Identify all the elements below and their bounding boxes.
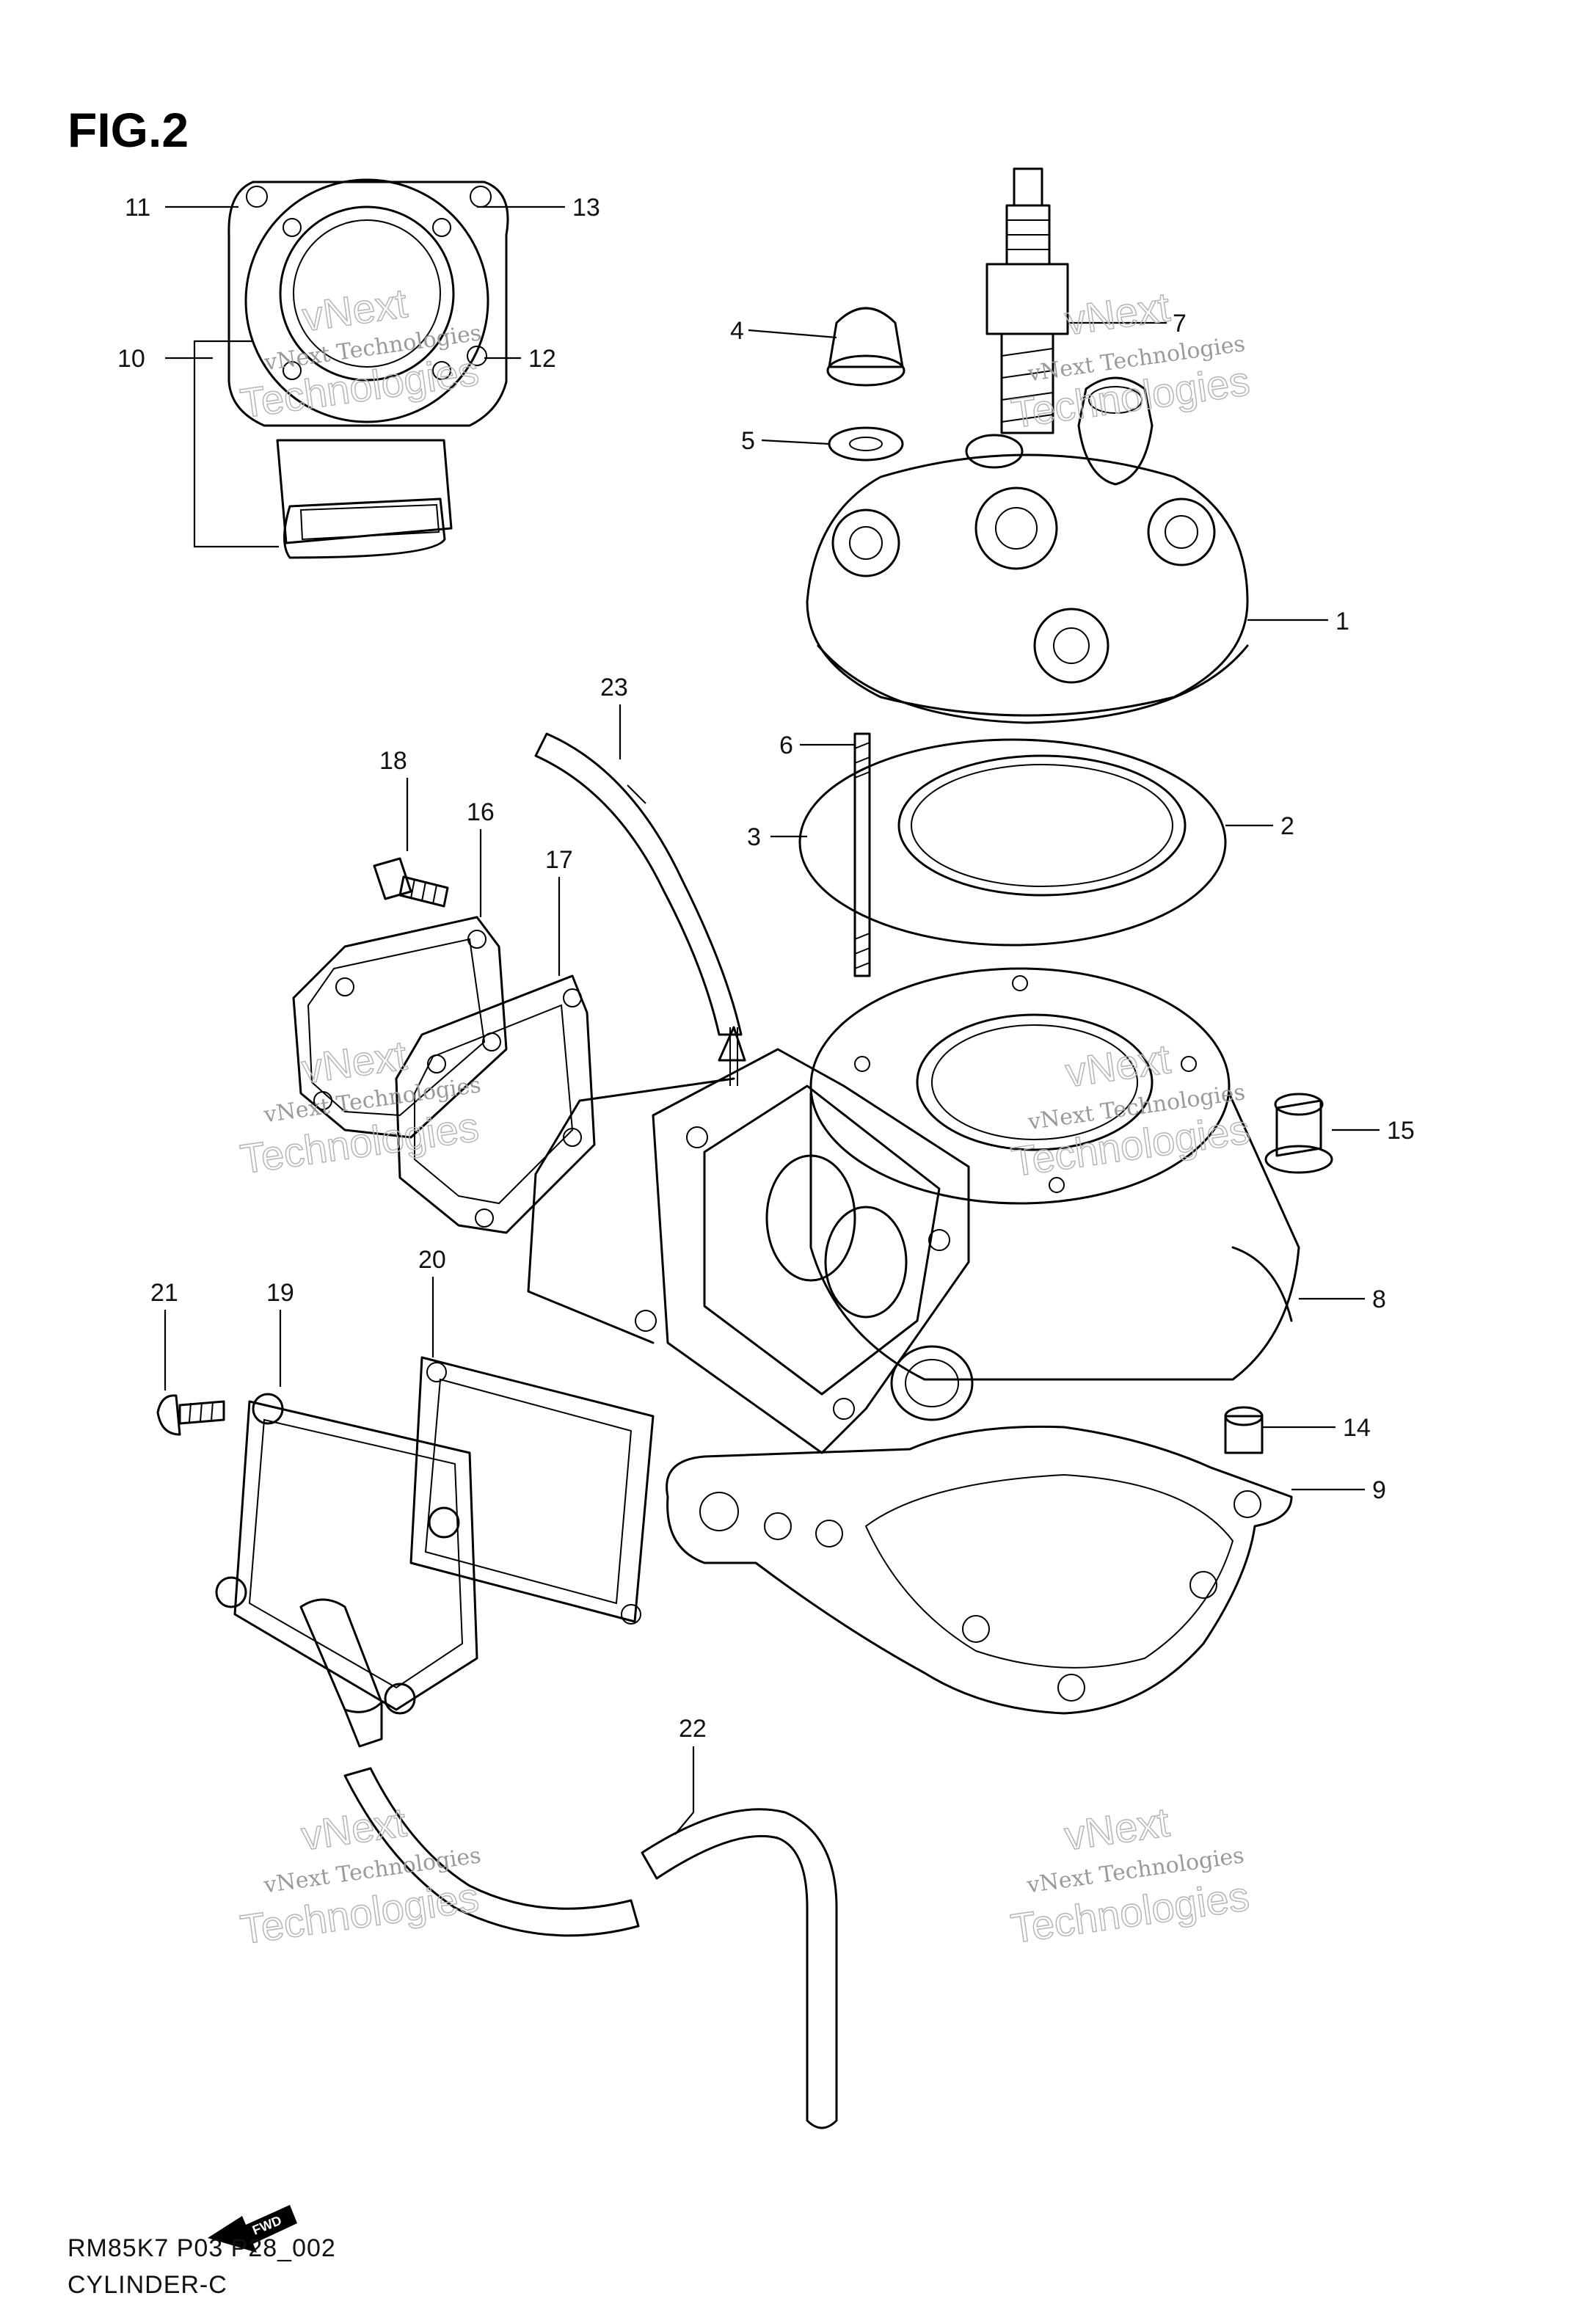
lower-hose-right [641,1808,838,2129]
callout-11: 11 [125,194,150,222]
callout-9: 9 [1372,1476,1386,1504]
callout-19: 19 [266,1279,294,1307]
section-name: CYLINDER-C [68,2271,227,2299]
cylinder-body [527,967,1300,1454]
callout-15: 15 [1387,1117,1415,1145]
base-gasket [666,1425,1293,1715]
callout-21: 21 [150,1279,178,1307]
callout-4: 4 [730,317,744,345]
drawing-code: RM85K7 P03 P28_002 [68,2234,336,2262]
callout-8: 8 [1372,1286,1386,1313]
callout-12: 12 [528,345,556,373]
callout-5: 5 [741,427,755,455]
stud-bolt [853,732,871,977]
watermark-4: vNext vNext Technologies Technologies [1008,1035,1253,1185]
spark-plug [985,167,1069,434]
watermark-2: vNext vNext Technologies Technologies [1008,282,1253,437]
dowel-pin [1224,1406,1264,1454]
callout-22: 22 [679,1715,707,1743]
flange-nut [1264,1093,1333,1174]
reed-valve-gasket [409,1356,655,1625]
watermark-1: vNext vNext Technologies Technologies [237,279,483,427]
callout-16: 16 [467,798,495,826]
lower-hose-left [343,1767,640,1937]
washer [828,426,904,462]
inset-gasket-set [227,178,509,559]
hex-bolt [373,857,449,908]
leader-lines [164,205,1380,1835]
callout-3: 3 [747,823,761,851]
callout-6: 6 [779,732,793,759]
callout-14: 14 [1343,1414,1371,1442]
callout-23: 23 [600,674,628,701]
callouts: 1 2 3 4 5 6 7 8 9 10 11 12 13 14 15 16 1… [117,194,1415,1743]
callout-1: 1 [1336,608,1349,635]
callout-10: 10 [117,345,145,373]
cap-nut [826,307,906,387]
head-gasket-ring [798,738,1227,947]
watermark-3: vNext vNext Technologies Technologies [237,1031,483,1183]
callout-20: 20 [418,1246,446,1274]
reed-valve-cover [215,1393,478,1748]
svg-text:vNext: vNext [1062,283,1173,343]
svg-text:vNext: vNext [299,1032,409,1092]
callout-7: 7 [1173,310,1187,338]
callout-18: 18 [379,747,407,775]
breather-hose-upper [534,732,743,1036]
callout-2: 2 [1280,812,1294,840]
watermark-6: vNext vNext Technologies Technologies [1007,1798,1253,1952]
svg-text:vNext: vNext [299,280,410,340]
reed-gasket-outer [292,916,508,1139]
svg-text:vNext: vNext [1062,1798,1173,1859]
reed-gasket-inner [395,974,596,1234]
cylinder-head [806,376,1249,724]
callout-13: 13 [572,194,600,222]
callout-17: 17 [545,846,573,874]
screw [156,1394,225,1436]
figure-title: FIG.2 [68,103,189,157]
svg-text:vNext: vNext [1063,1035,1173,1095]
watermark-5: vNext vNext Technologies Technologies [237,1798,483,1953]
